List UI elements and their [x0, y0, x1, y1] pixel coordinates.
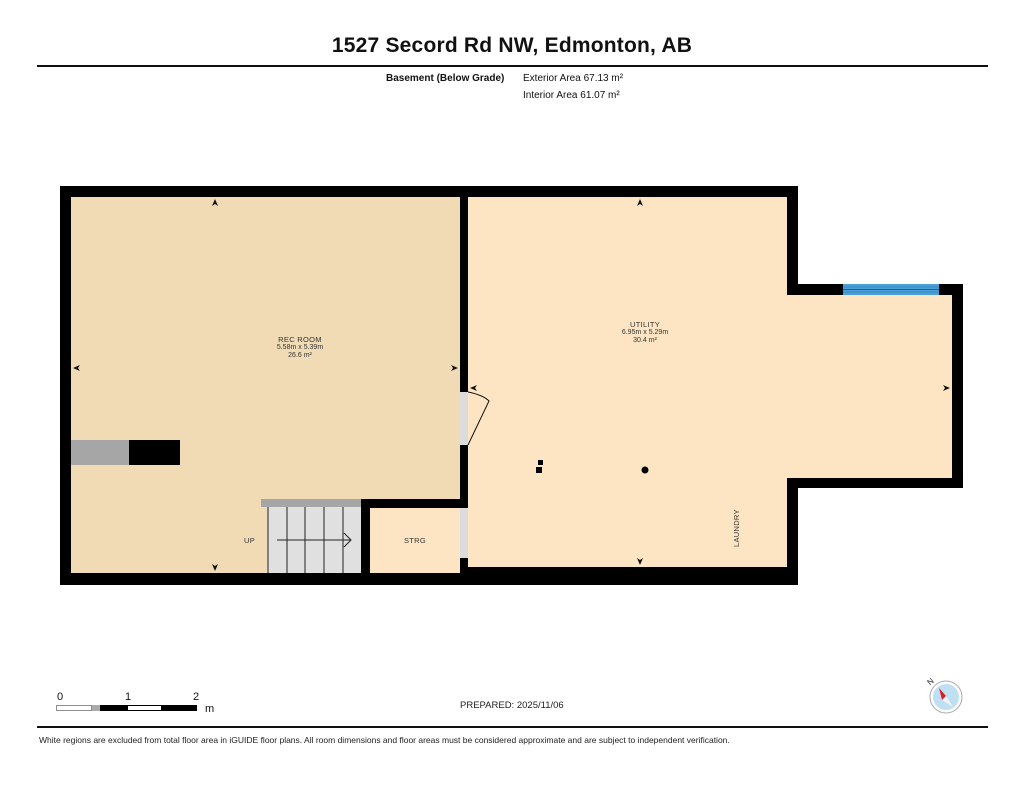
- door-swing: [467, 391, 490, 446]
- utility-floor: [468, 197, 952, 567]
- utility-label: UTILITY 6.95m x 5.29m 30.4 m²: [621, 320, 669, 345]
- exterior-area: Exterior Area 67.13 m²: [523, 73, 624, 84]
- dimension-markers: [73, 199, 950, 571]
- footer-divider: [37, 726, 988, 728]
- fireplace: [129, 440, 180, 465]
- prepared-date: PREPARED: 2025/11/06: [460, 700, 564, 711]
- scale-tick-0: 0: [57, 691, 64, 703]
- fireplace-hearth: [71, 440, 129, 465]
- stair-rail: [261, 499, 361, 507]
- property-address-title: 1527 Secord Rd NW, Edmonton, AB: [331, 34, 693, 57]
- scale-unit: m: [205, 703, 215, 715]
- scale-bar: [56, 705, 197, 711]
- fixture-square: [538, 460, 543, 465]
- door-opening: [460, 392, 468, 445]
- rec-room-label: REC ROOM 5.58m x 5.39m 26.6 m²: [276, 335, 324, 360]
- stairs-up-label: UP: [244, 536, 256, 545]
- floor-drain: [641, 466, 649, 474]
- laundry-label: LAUNDRY: [732, 509, 741, 547]
- scale-tick-1: 1: [125, 691, 132, 703]
- level-name: Basement (Below Grade): [386, 73, 505, 84]
- disclaimer-text: White regions are excluded from total fl…: [39, 735, 730, 745]
- north-compass-icon: N: [925, 676, 963, 714]
- fixture-square: [536, 467, 542, 473]
- storage-label: STRG: [404, 536, 427, 545]
- interior-area: Interior Area 61.07 m²: [523, 90, 620, 101]
- scale-tick-2: 2: [193, 691, 200, 703]
- storage-floor: [370, 508, 460, 573]
- header-divider: [37, 65, 988, 67]
- svg-text:N: N: [925, 676, 935, 687]
- storage-opening: [460, 508, 468, 558]
